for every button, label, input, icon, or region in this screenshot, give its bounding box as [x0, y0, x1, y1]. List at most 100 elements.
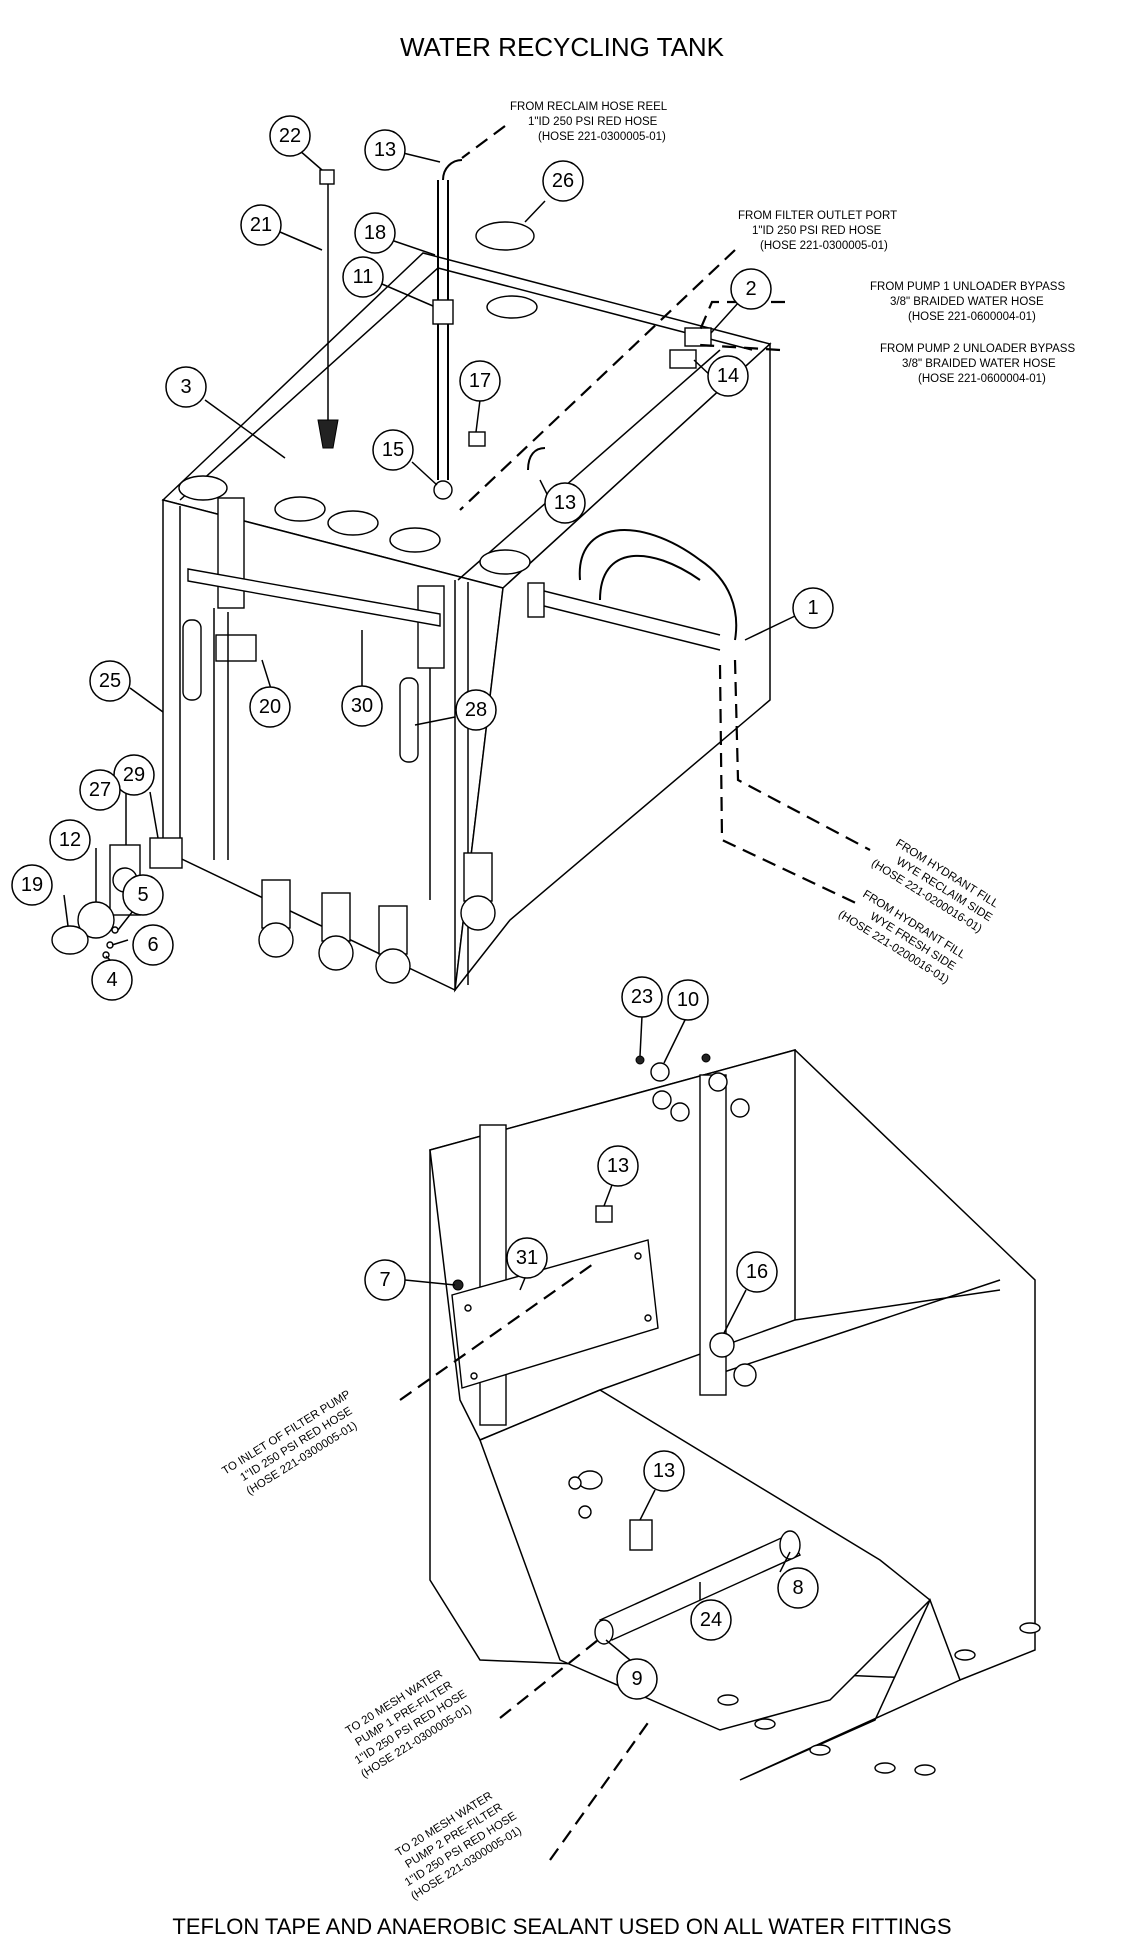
svg-text:(HOSE 221-0300005-01): (HOSE 221-0300005-01) [538, 131, 666, 143]
callout-3: 3 [165, 366, 207, 408]
footer-note: TEFLON TAPE AND ANAEROBIC SEALANT USED O… [172, 1914, 951, 1939]
bottom-valves [258, 852, 496, 984]
svg-text:1: 1 [807, 597, 818, 619]
callout-6: 6 [132, 924, 174, 966]
callout-26: 26 [542, 160, 584, 202]
cross-rail-30 [187, 568, 441, 627]
svg-text:25: 25 [99, 670, 121, 692]
svg-text:9: 9 [631, 1668, 642, 1690]
callout-9: 9 [616, 1658, 658, 1700]
svg-text:22: 22 [279, 125, 301, 147]
svg-text:FROM RECLAIM HOSE REEL: FROM RECLAIM HOSE REEL [510, 101, 668, 113]
callout-28: 28 [455, 689, 497, 731]
svg-text:(HOSE 221-0600004-01): (HOSE 221-0600004-01) [908, 311, 1036, 323]
svg-text:16: 16 [746, 1261, 768, 1283]
probe-cap-22 [319, 169, 335, 185]
lower-tank-sump [739, 1598, 961, 1781]
callout-25: 25 [89, 660, 131, 702]
callout-12: 12 [49, 819, 91, 861]
loop-pipe [578, 529, 738, 641]
note-filter-outlet: FROM FILTER OUTLET PORT 1"ID 250 PSI RED… [738, 210, 897, 252]
callout-15: 15 [372, 429, 414, 471]
note-filter-pump-inlet: TO INLET OF FILTER PUMP 1"ID 250 PSI RED… [220, 1388, 359, 1497]
callout-24: 24 [690, 1599, 732, 1641]
svg-text:19: 19 [21, 874, 43, 896]
svg-text:3/8" BRAIDED WATER HOSE: 3/8" BRAIDED WATER HOSE [902, 358, 1056, 370]
callout-1: 1 [792, 587, 834, 629]
svg-text:2: 2 [745, 278, 756, 300]
fitting-9 [594, 1619, 614, 1645]
elbow-13-lower [629, 1519, 653, 1551]
handle-left [182, 619, 202, 701]
svg-text:24: 24 [700, 1609, 722, 1631]
lower-hoses [399, 1261, 651, 1861]
svg-text:13: 13 [374, 139, 396, 161]
svg-text:26: 26 [552, 170, 574, 192]
svg-text:10: 10 [677, 989, 699, 1011]
callout-13-mid: 13 [544, 482, 586, 524]
fitting-2 [684, 327, 712, 347]
gasket-29 [149, 837, 183, 869]
callout-20: 20 [249, 686, 291, 728]
callout-13: 13 [364, 129, 406, 171]
elbow-13-top [442, 159, 463, 181]
callout-11: 11 [342, 256, 384, 298]
callout-31: 31 [506, 1237, 548, 1279]
callout-13-bottom: 13 [643, 1450, 685, 1492]
svg-text:23: 23 [631, 986, 653, 1008]
svg-text:12: 12 [59, 829, 81, 851]
svg-text:20: 20 [259, 696, 281, 718]
callout-8: 8 [777, 1567, 819, 1609]
callout-leaders [63, 149, 796, 1661]
callout-21: 21 [240, 204, 282, 246]
upper-tank [51, 159, 772, 993]
bolt-5 [111, 926, 119, 934]
coupling-8 [779, 1530, 801, 1560]
svg-text:13: 13 [653, 1460, 675, 1482]
svg-text:FROM PUMP 2 UNLOADER BYPASS: FROM PUMP 2 UNLOADER BYPASS [880, 343, 1075, 355]
callout-4: 4 [91, 959, 133, 1001]
part-20 [215, 634, 257, 662]
svg-text:30: 30 [351, 695, 373, 717]
callout-30: 30 [341, 685, 383, 727]
left-bracket [217, 497, 245, 609]
elbow-13-mid [527, 447, 546, 471]
svg-text:(HOSE 221-0300005-01): (HOSE 221-0300005-01) [760, 240, 888, 252]
fitting-23 [635, 1055, 645, 1065]
callout-23: 23 [621, 976, 663, 1018]
plate-31 [451, 1239, 659, 1389]
fitting-10 [650, 1062, 670, 1082]
svg-text:8: 8 [792, 1577, 803, 1599]
callout-19: 19 [11, 864, 53, 906]
handle-28 [399, 677, 419, 763]
callout-7: 7 [364, 1259, 406, 1301]
svg-text:27: 27 [89, 779, 111, 801]
note-reclaim-reel: FROM RECLAIM HOSE REEL 1"ID 250 PSI RED … [510, 101, 668, 143]
plug-16 [709, 1332, 735, 1358]
callout-5: 5 [122, 874, 164, 916]
callout-14: 14 [707, 355, 749, 397]
callout-10: 10 [667, 979, 709, 1021]
callout-29: 29 [113, 754, 155, 796]
svg-text:1"ID 250 PSI RED HOSE: 1"ID 250 PSI RED HOSE [528, 116, 658, 128]
callout-16: 16 [736, 1251, 778, 1293]
fitting-13-lower [595, 1205, 613, 1223]
svg-text:1"ID 250 PSI RED HOSE: 1"ID 250 PSI RED HOSE [752, 225, 882, 237]
svg-text:(HOSE 221-0600004-01): (HOSE 221-0600004-01) [918, 373, 1046, 385]
svg-text:21: 21 [250, 214, 272, 236]
svg-text:29: 29 [123, 764, 145, 786]
diagram-title: WATER RECYCLING TANK [400, 32, 725, 62]
note-pump1-bypass: FROM PUMP 1 UNLOADER BYPASS 3/8" BRAIDED… [870, 281, 1065, 323]
svg-text:4: 4 [106, 969, 117, 991]
svg-text:31: 31 [516, 1247, 538, 1269]
svg-text:28: 28 [465, 699, 487, 721]
svg-text:3: 3 [180, 376, 191, 398]
coupling-11 [432, 299, 454, 325]
callout-13-lower: 13 [597, 1145, 639, 1187]
plug-17 [468, 431, 486, 447]
svg-text:17: 17 [469, 370, 491, 392]
note-pump2-prefilter: TO 20 MESH WATER PUMP 2 PRE-FILTER 1"ID … [394, 1790, 524, 1903]
callout-2: 2 [730, 268, 772, 310]
callout-27: 27 [79, 769, 121, 811]
